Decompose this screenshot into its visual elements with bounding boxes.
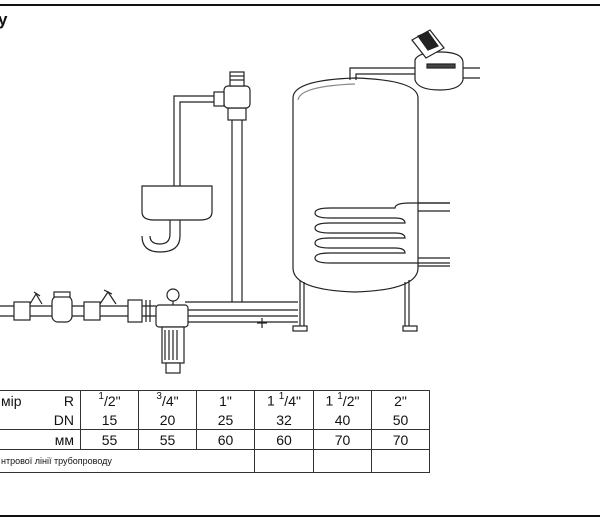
r-cell: 1 1/2" [313, 390, 372, 410]
water-meter-assembly [0, 289, 156, 323]
unit-r: R [40, 390, 81, 410]
row-label: мір [0, 390, 41, 410]
filter-unit [155, 288, 189, 374]
mm-cell: 55 [80, 429, 139, 450]
section-heading: у [0, 10, 8, 29]
water-heater-tank [292, 77, 450, 332]
dn-cell: 32 [254, 410, 314, 430]
installation-diagram [0, 29, 480, 374]
mm-cell: 55 [138, 429, 197, 450]
mm-cell: 70 [313, 429, 372, 450]
table-row-note: нтрової лінії трубопроводу [0, 449, 430, 473]
top-rule [0, 4, 600, 6]
dn-cell: 15 [80, 410, 139, 430]
bottom-rule [0, 515, 600, 517]
table-row-r: мір R 1/2" 3/4" 1" 1 1/4" 1 1/2" 2" [0, 390, 430, 410]
table-row-dn: DN 15 20 25 32 40 50 [0, 410, 430, 430]
dn-cell: 40 [313, 410, 372, 430]
thermostatic-mixing-valve [411, 29, 464, 91]
unit-dn: DN [40, 410, 81, 430]
unit-mm: мм [40, 429, 81, 450]
r-cell: 1 1/4" [254, 390, 314, 410]
dn-cell: 50 [371, 410, 430, 430]
dn-cell: 20 [138, 410, 197, 430]
dimension-table: мір R 1/2" 3/4" 1" 1 1/4" 1 1/2" 2" DN 1… [0, 390, 430, 473]
drain-funnel [141, 185, 213, 253]
mm-cell: 60 [196, 429, 255, 450]
dn-cell: 25 [196, 410, 255, 430]
mm-cell: 70 [371, 429, 430, 450]
r-cell: 2" [371, 390, 430, 410]
table-note: нтрової лінії трубопроводу [0, 449, 255, 473]
r-cell: 3/4" [138, 390, 197, 410]
r-cell: 1/2" [80, 390, 139, 410]
table-row-mm: мм 55 55 60 60 70 70 [0, 429, 430, 450]
safety-valve-group [173, 71, 251, 302]
r-cell: 1" [196, 390, 255, 410]
mm-cell: 60 [254, 429, 314, 450]
